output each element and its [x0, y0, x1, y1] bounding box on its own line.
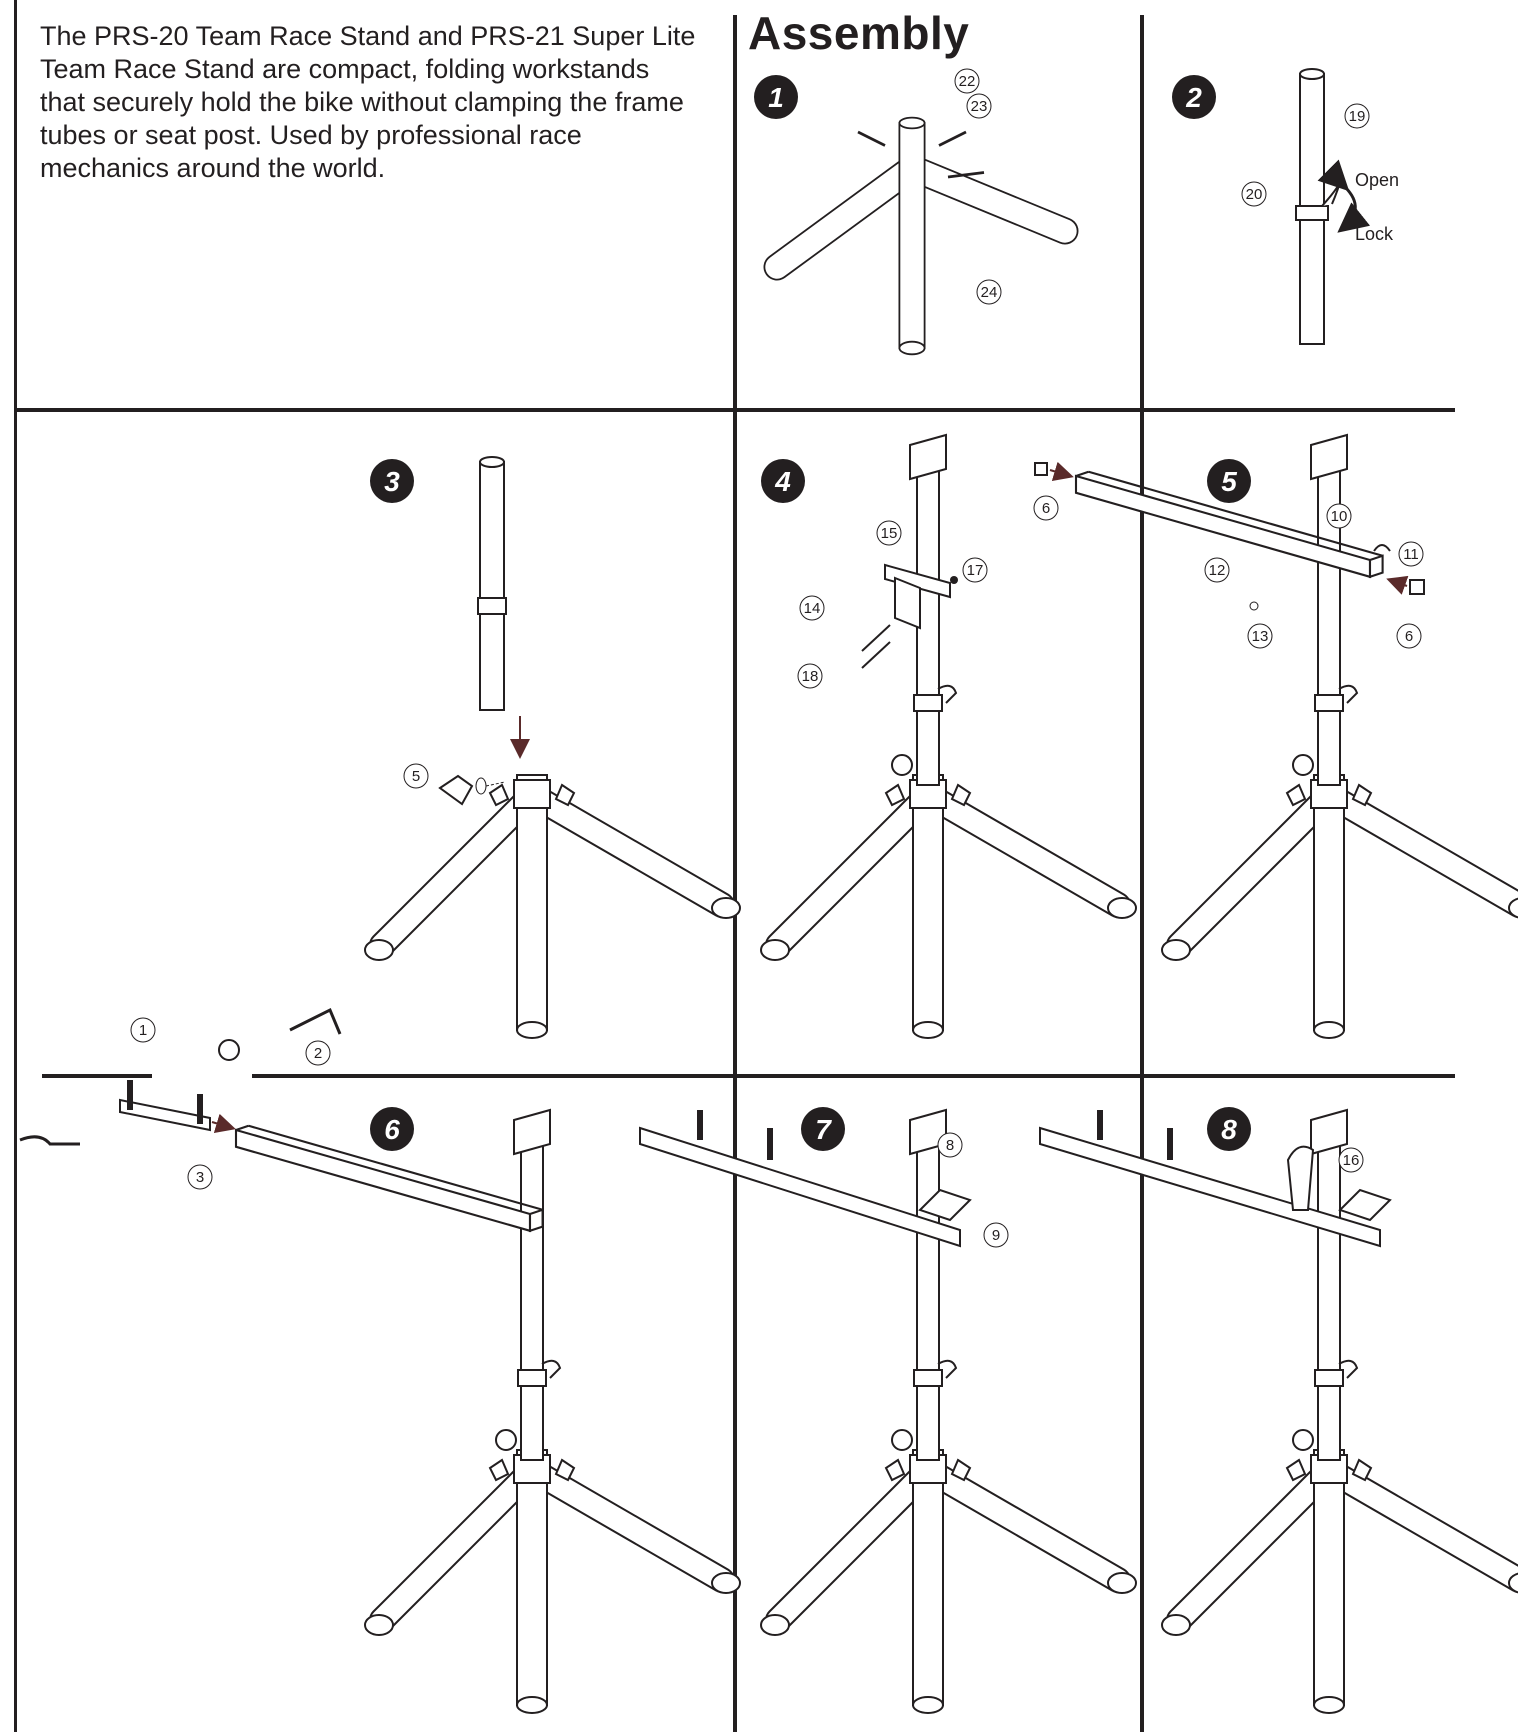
step-4-illustration: 4 15 17 14 18	[761, 435, 1136, 1038]
callout-1: 1	[130, 1017, 156, 1043]
callout-14: 14	[799, 595, 825, 621]
callout-6: 6	[1033, 495, 1059, 521]
callout-9: 9	[983, 1222, 1009, 1248]
svg-text:1: 1	[139, 1022, 147, 1039]
callout-23: 23	[966, 93, 992, 119]
callout-13: 13	[1247, 623, 1273, 649]
divider-row2-right	[252, 1074, 1455, 1078]
callout-16: 16	[1338, 1147, 1364, 1173]
callout-2: 2	[305, 1040, 331, 1066]
svg-text:23: 23	[971, 98, 988, 115]
step-number: 7	[815, 1114, 832, 1145]
svg-text:11: 11	[1403, 546, 1419, 563]
callout-15: 15	[876, 520, 902, 546]
divider-vertical-left	[733, 15, 737, 1732]
step-5-illustration: 5 6 10 11 12 13 6	[1033, 435, 1518, 1038]
divider-row1	[14, 408, 1455, 412]
callout-12: 12	[1204, 557, 1230, 583]
callout-3: 3	[187, 1164, 213, 1190]
step-7-illustration: 7 8 9	[639, 1107, 1136, 1713]
svg-text:24: 24	[981, 284, 998, 301]
svg-text:16: 16	[1343, 1152, 1360, 1169]
open-label: Open	[1355, 170, 1399, 190]
step-number: 1	[768, 82, 784, 113]
svg-text:2: 2	[314, 1045, 322, 1062]
callout-18: 18	[797, 663, 823, 689]
svg-text:8: 8	[946, 1137, 954, 1154]
svg-text:14: 14	[804, 600, 821, 617]
callout-20: 20	[1241, 181, 1267, 207]
step-number: 8	[1221, 1114, 1237, 1145]
callout-22: 22	[954, 68, 980, 94]
svg-text:10: 10	[1331, 508, 1348, 525]
callout-24: 24	[976, 279, 1002, 305]
callout-8: 8	[937, 1132, 963, 1158]
svg-text:6: 6	[1405, 628, 1413, 645]
intro-paragraph: The PRS-20 Team Race Stand and PRS-21 Su…	[40, 21, 696, 183]
svg-text:22: 22	[959, 73, 976, 90]
svg-text:3: 3	[196, 1169, 204, 1186]
step-6-illustration: 6 1 2 3	[19, 1007, 740, 1713]
page-title: Assembly	[748, 7, 970, 59]
callout-10: 10	[1326, 503, 1352, 529]
svg-text:19: 19	[1349, 108, 1366, 125]
lock-label: Lock	[1355, 224, 1394, 244]
step-number: 3	[384, 466, 400, 497]
step-number: 6	[384, 1114, 400, 1145]
callout-6-right: 6	[1396, 623, 1422, 649]
svg-text:5: 5	[412, 768, 420, 785]
step-8-illustration: 8 16	[1039, 1107, 1518, 1713]
callout-17: 17	[962, 557, 988, 583]
svg-text:17: 17	[967, 562, 984, 579]
svg-text:13: 13	[1252, 628, 1269, 645]
callout-11: 11	[1398, 541, 1424, 567]
step-number: 2	[1185, 82, 1202, 113]
svg-text:15: 15	[881, 525, 898, 542]
page-left-border	[14, 0, 17, 1732]
callout-19: 19	[1344, 103, 1370, 129]
step-number: 5	[1221, 466, 1237, 497]
step-3-illustration: 3 5	[365, 456, 740, 1038]
svg-text:20: 20	[1246, 186, 1263, 203]
svg-text:12: 12	[1209, 562, 1226, 579]
svg-text:6: 6	[1042, 500, 1050, 517]
step-number: 4	[774, 466, 791, 497]
callout-5: 5	[403, 763, 429, 789]
step-2-illustration: 2 19 20 Open Lock	[1172, 68, 1399, 345]
divider-vertical-right	[1140, 15, 1144, 1732]
svg-text:18: 18	[802, 668, 819, 685]
svg-text:9: 9	[992, 1227, 1000, 1244]
divider-row2-left	[42, 1074, 152, 1078]
step-1-illustration: 1 22 23 24	[754, 68, 1079, 356]
